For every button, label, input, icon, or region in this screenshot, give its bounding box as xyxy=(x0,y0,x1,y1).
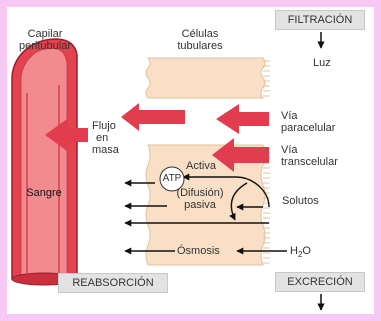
diagram-frame: Capilar peritubular Células tubulares FI… xyxy=(7,7,374,314)
active-label: Activa xyxy=(186,160,216,172)
lumen-label: Luz xyxy=(313,57,331,69)
bulk-flow-label: Flujo en masa xyxy=(92,120,119,156)
capillary-label: Capilar peritubular xyxy=(9,28,81,52)
tubular-cells-label: Células tubulares xyxy=(165,28,235,52)
atp-label: ATP xyxy=(160,173,184,185)
blood-label: Sangre xyxy=(9,187,79,199)
diffusion-line1: (Difusión) xyxy=(165,187,235,199)
water-h: H xyxy=(290,245,298,257)
paracellular-continue-arrow xyxy=(121,103,185,131)
reabsorption-box: REABSORCIÓN xyxy=(58,273,168,293)
solutes-label: Solutos xyxy=(282,195,319,207)
capillary-label-line2: peritubular xyxy=(9,40,81,52)
osmosis-label: Ósmosis xyxy=(177,245,220,257)
diffusion-line2: pasiva xyxy=(165,199,235,211)
filtration-box: FILTRACIÓN xyxy=(275,10,365,30)
paracellular-label: Vía paracelular xyxy=(281,110,335,134)
paracellular-arrow xyxy=(216,104,269,134)
water-o: O xyxy=(302,245,311,257)
capillary-label-line1: Capilar xyxy=(9,28,81,40)
excretion-box: EXCRECIÓN xyxy=(275,272,365,292)
tubular-cell-top xyxy=(146,58,265,98)
tubular-cells-label-line2: tubulares xyxy=(165,40,235,52)
bulk-flow-line1: Flujo xyxy=(92,120,119,132)
transcellular-label: Vía transcelular xyxy=(281,144,338,168)
transcellular-line2: transcelular xyxy=(281,156,338,168)
peritubular-capillary xyxy=(12,39,77,285)
brush-border-top xyxy=(263,61,270,96)
paracellular-line1: Vía xyxy=(281,110,335,122)
diffusion-label: (Difusión) pasiva xyxy=(165,187,235,211)
transcellular-line1: Vía xyxy=(281,144,338,156)
bulk-flow-line2: en xyxy=(92,132,119,144)
water-label: H2O xyxy=(290,245,311,257)
paracellular-line2: paracelular xyxy=(281,122,335,134)
tubular-cells-label-line1: Células xyxy=(165,28,235,40)
bulk-flow-line3: masa xyxy=(92,144,119,156)
